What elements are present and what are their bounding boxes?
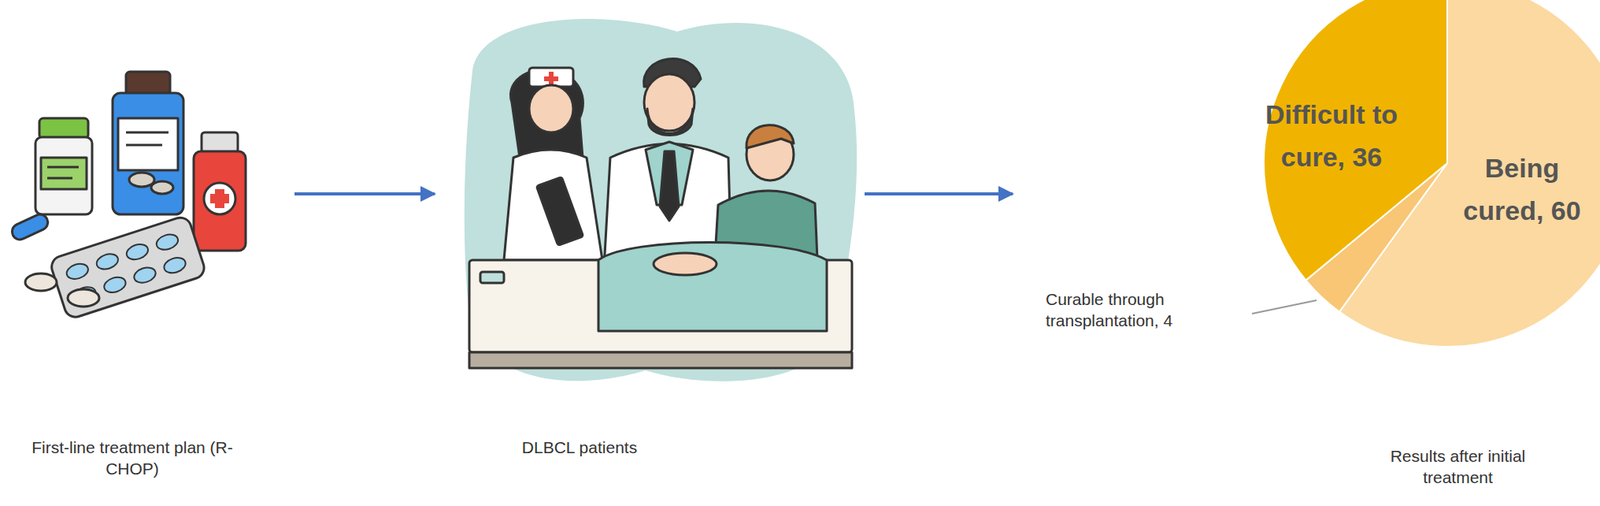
stage-caption: First-line treatment plan (R-CHOP) <box>14 436 251 480</box>
flow-arrow <box>294 192 435 196</box>
stage-panel: First-line treatment plan (R-CHOP) <box>6 0 292 504</box>
stage-panel: Results after initial treatment <box>1015 0 1596 504</box>
slice-label: Difficult to cure, 36 <box>1252 92 1411 179</box>
stage-panel: DLBCL patients <box>437 0 862 504</box>
pie-slice <box>1263 0 1448 281</box>
leader-line <box>1251 300 1317 314</box>
medicine-illustration <box>9 71 246 320</box>
stage-caption: DLBCL patients <box>500 436 659 458</box>
slice-label: Being cured, 60 <box>1455 146 1589 233</box>
stage-caption: Results after initial treatment <box>1388 444 1527 489</box>
care-illustration <box>464 18 857 382</box>
callout-label: Curable through transplantation, 4 <box>1045 288 1196 332</box>
pie-chart <box>1263 0 1600 347</box>
flow-arrow <box>864 192 1013 196</box>
